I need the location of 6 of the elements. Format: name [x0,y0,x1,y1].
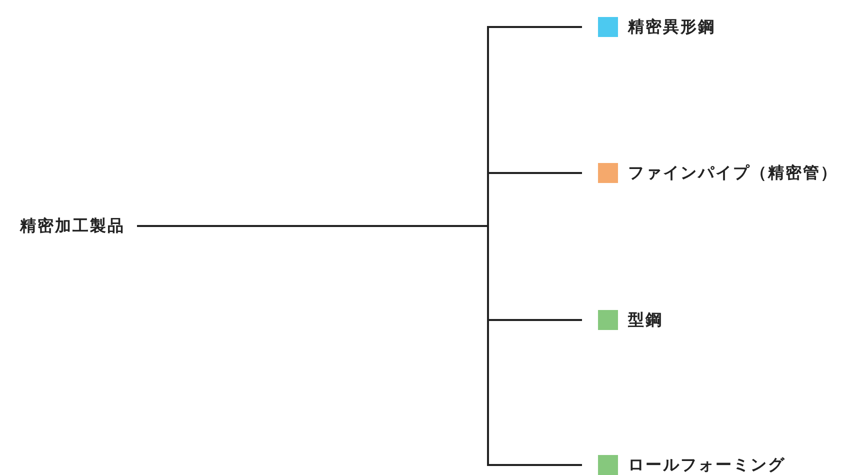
branch-label: 型鋼 [628,310,663,330]
branch-label: ファインパイプ（精密管） [628,162,838,184]
branch-label: 精密異形鋼 [628,16,716,38]
branch-label: ロールフォーミング [628,454,786,475]
root-label: 精密加工製品 [20,216,125,236]
connector-line [137,225,582,466]
